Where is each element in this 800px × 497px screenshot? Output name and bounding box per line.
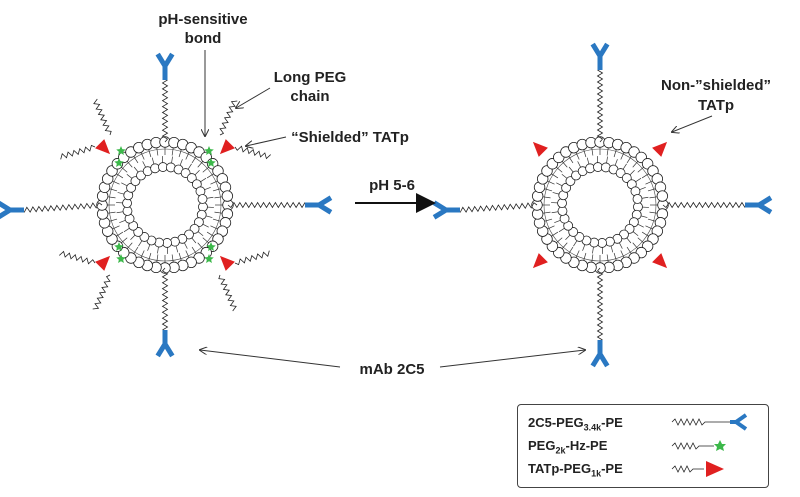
- red-triangle-icon: [652, 141, 668, 157]
- legend-text-suffix: -PE: [601, 415, 623, 430]
- antibody-icon: [590, 42, 610, 70]
- red-triangle-icon: [219, 139, 235, 155]
- antibody-peg-icon: [671, 418, 730, 426]
- peg-chain: [596, 69, 604, 143]
- red-triangle-icon: [652, 253, 668, 269]
- shielded-liposome-ligands: [0, 52, 333, 358]
- green-star-icon: [116, 254, 126, 264]
- red-triangle-icon: [532, 141, 548, 157]
- non-shielded-tatp-arrow: [672, 115, 713, 132]
- red-triangle-icon: [95, 255, 111, 271]
- non-shielded-tatp-label-line2: TATp: [698, 97, 734, 114]
- peg-chain: [596, 267, 604, 341]
- ph-transition-label: pH 5-6: [369, 177, 415, 194]
- peg-chain: [92, 274, 111, 310]
- legend-green-star-icon: [714, 440, 726, 451]
- peg-chain: [161, 267, 169, 331]
- green-star-peg-icon: [671, 442, 714, 450]
- legend-text-sub: 1k: [591, 468, 602, 479]
- legend-text-main: 2C5-PEG: [528, 415, 584, 430]
- red-triangle-icon: [95, 139, 111, 155]
- mab-right-arrow: [439, 350, 585, 368]
- ph-sensitive-bond-label: pH-sensitive: [158, 11, 247, 28]
- shielded-liposome: [96, 136, 234, 274]
- non-shielded-tatp-label: Non-”shielded”: [661, 77, 771, 94]
- long-peg-chain-label-line2: chain: [290, 88, 329, 105]
- legend-text-sub: 2k: [555, 445, 566, 456]
- long-peg-chain-arrow: [236, 87, 271, 108]
- peg-chain: [93, 98, 112, 136]
- shielded-tatp-label: “Shielded” TATp: [291, 129, 409, 146]
- red-triangle-icon: [532, 253, 548, 269]
- peg-chain: [459, 202, 538, 213]
- peg-chain: [60, 144, 96, 160]
- legend-text-main: PEG: [528, 438, 556, 453]
- unshielded-liposome-ligands: [432, 42, 773, 368]
- peg-chain: [161, 79, 169, 143]
- legend: 2C5-PEG3.4k-PE PEG2k-Hz-PE TATp-PEG1k-PE: [517, 404, 769, 488]
- peg-chain: [227, 201, 306, 209]
- antibody-icon: [745, 195, 773, 215]
- green-star-icon: [206, 158, 216, 168]
- antibody-icon: [432, 200, 460, 220]
- peg-chain: [23, 202, 103, 213]
- legend-text-sub: 3.4k: [583, 422, 602, 433]
- unshielded-liposome: [531, 136, 669, 274]
- red-triangle-icon: [219, 255, 235, 271]
- mab-left-arrow: [200, 350, 341, 368]
- legend-text-suffix: -PE: [601, 461, 623, 476]
- shielded-tatp-arrow: [246, 136, 287, 146]
- peg-chain: [59, 250, 96, 265]
- long-peg-chain-label: Long PEG: [274, 69, 347, 86]
- red-triangle-peg-icon: [671, 465, 704, 473]
- green-star-icon: [116, 146, 126, 156]
- green-star-icon: [206, 242, 216, 252]
- lipid-head: [632, 194, 643, 204]
- peg-chain: [219, 100, 238, 136]
- legend-icons: [671, 413, 748, 477]
- legend-text-main: TATp-PEG: [528, 461, 592, 476]
- legend-item-tatp-peg: TATp-PEG1k-PE: [528, 461, 623, 479]
- legend-antibody-icon: [730, 413, 748, 431]
- green-star-icon: [114, 242, 124, 252]
- peg-chain: [234, 250, 270, 266]
- antibody-icon: [155, 52, 175, 80]
- legend-red-triangle-icon: [706, 461, 724, 477]
- peg-chain: [662, 201, 746, 209]
- green-star-icon: [204, 146, 214, 156]
- antibody-icon: [590, 340, 610, 368]
- lipid-head: [197, 194, 208, 204]
- green-star-icon: [204, 254, 214, 264]
- legend-item-antibody-peg: 2C5-PEG3.4k-PE: [528, 415, 623, 433]
- antibody-icon: [155, 330, 175, 358]
- peg-chain: [218, 274, 237, 312]
- antibody-icon: [0, 200, 24, 220]
- lipid-head: [221, 190, 234, 202]
- legend-item-hz-peg: PEG2k-Hz-PE: [528, 438, 607, 456]
- antibody-icon: [305, 195, 333, 215]
- peg-chain: [234, 145, 271, 160]
- legend-text-suffix: -Hz-PE: [565, 438, 608, 453]
- green-star-icon: [114, 158, 124, 168]
- lipid-head: [656, 190, 669, 202]
- ph-sensitive-bond-label-line2: bond: [185, 30, 222, 47]
- mab-2c5-label: mAb 2C5: [359, 361, 424, 378]
